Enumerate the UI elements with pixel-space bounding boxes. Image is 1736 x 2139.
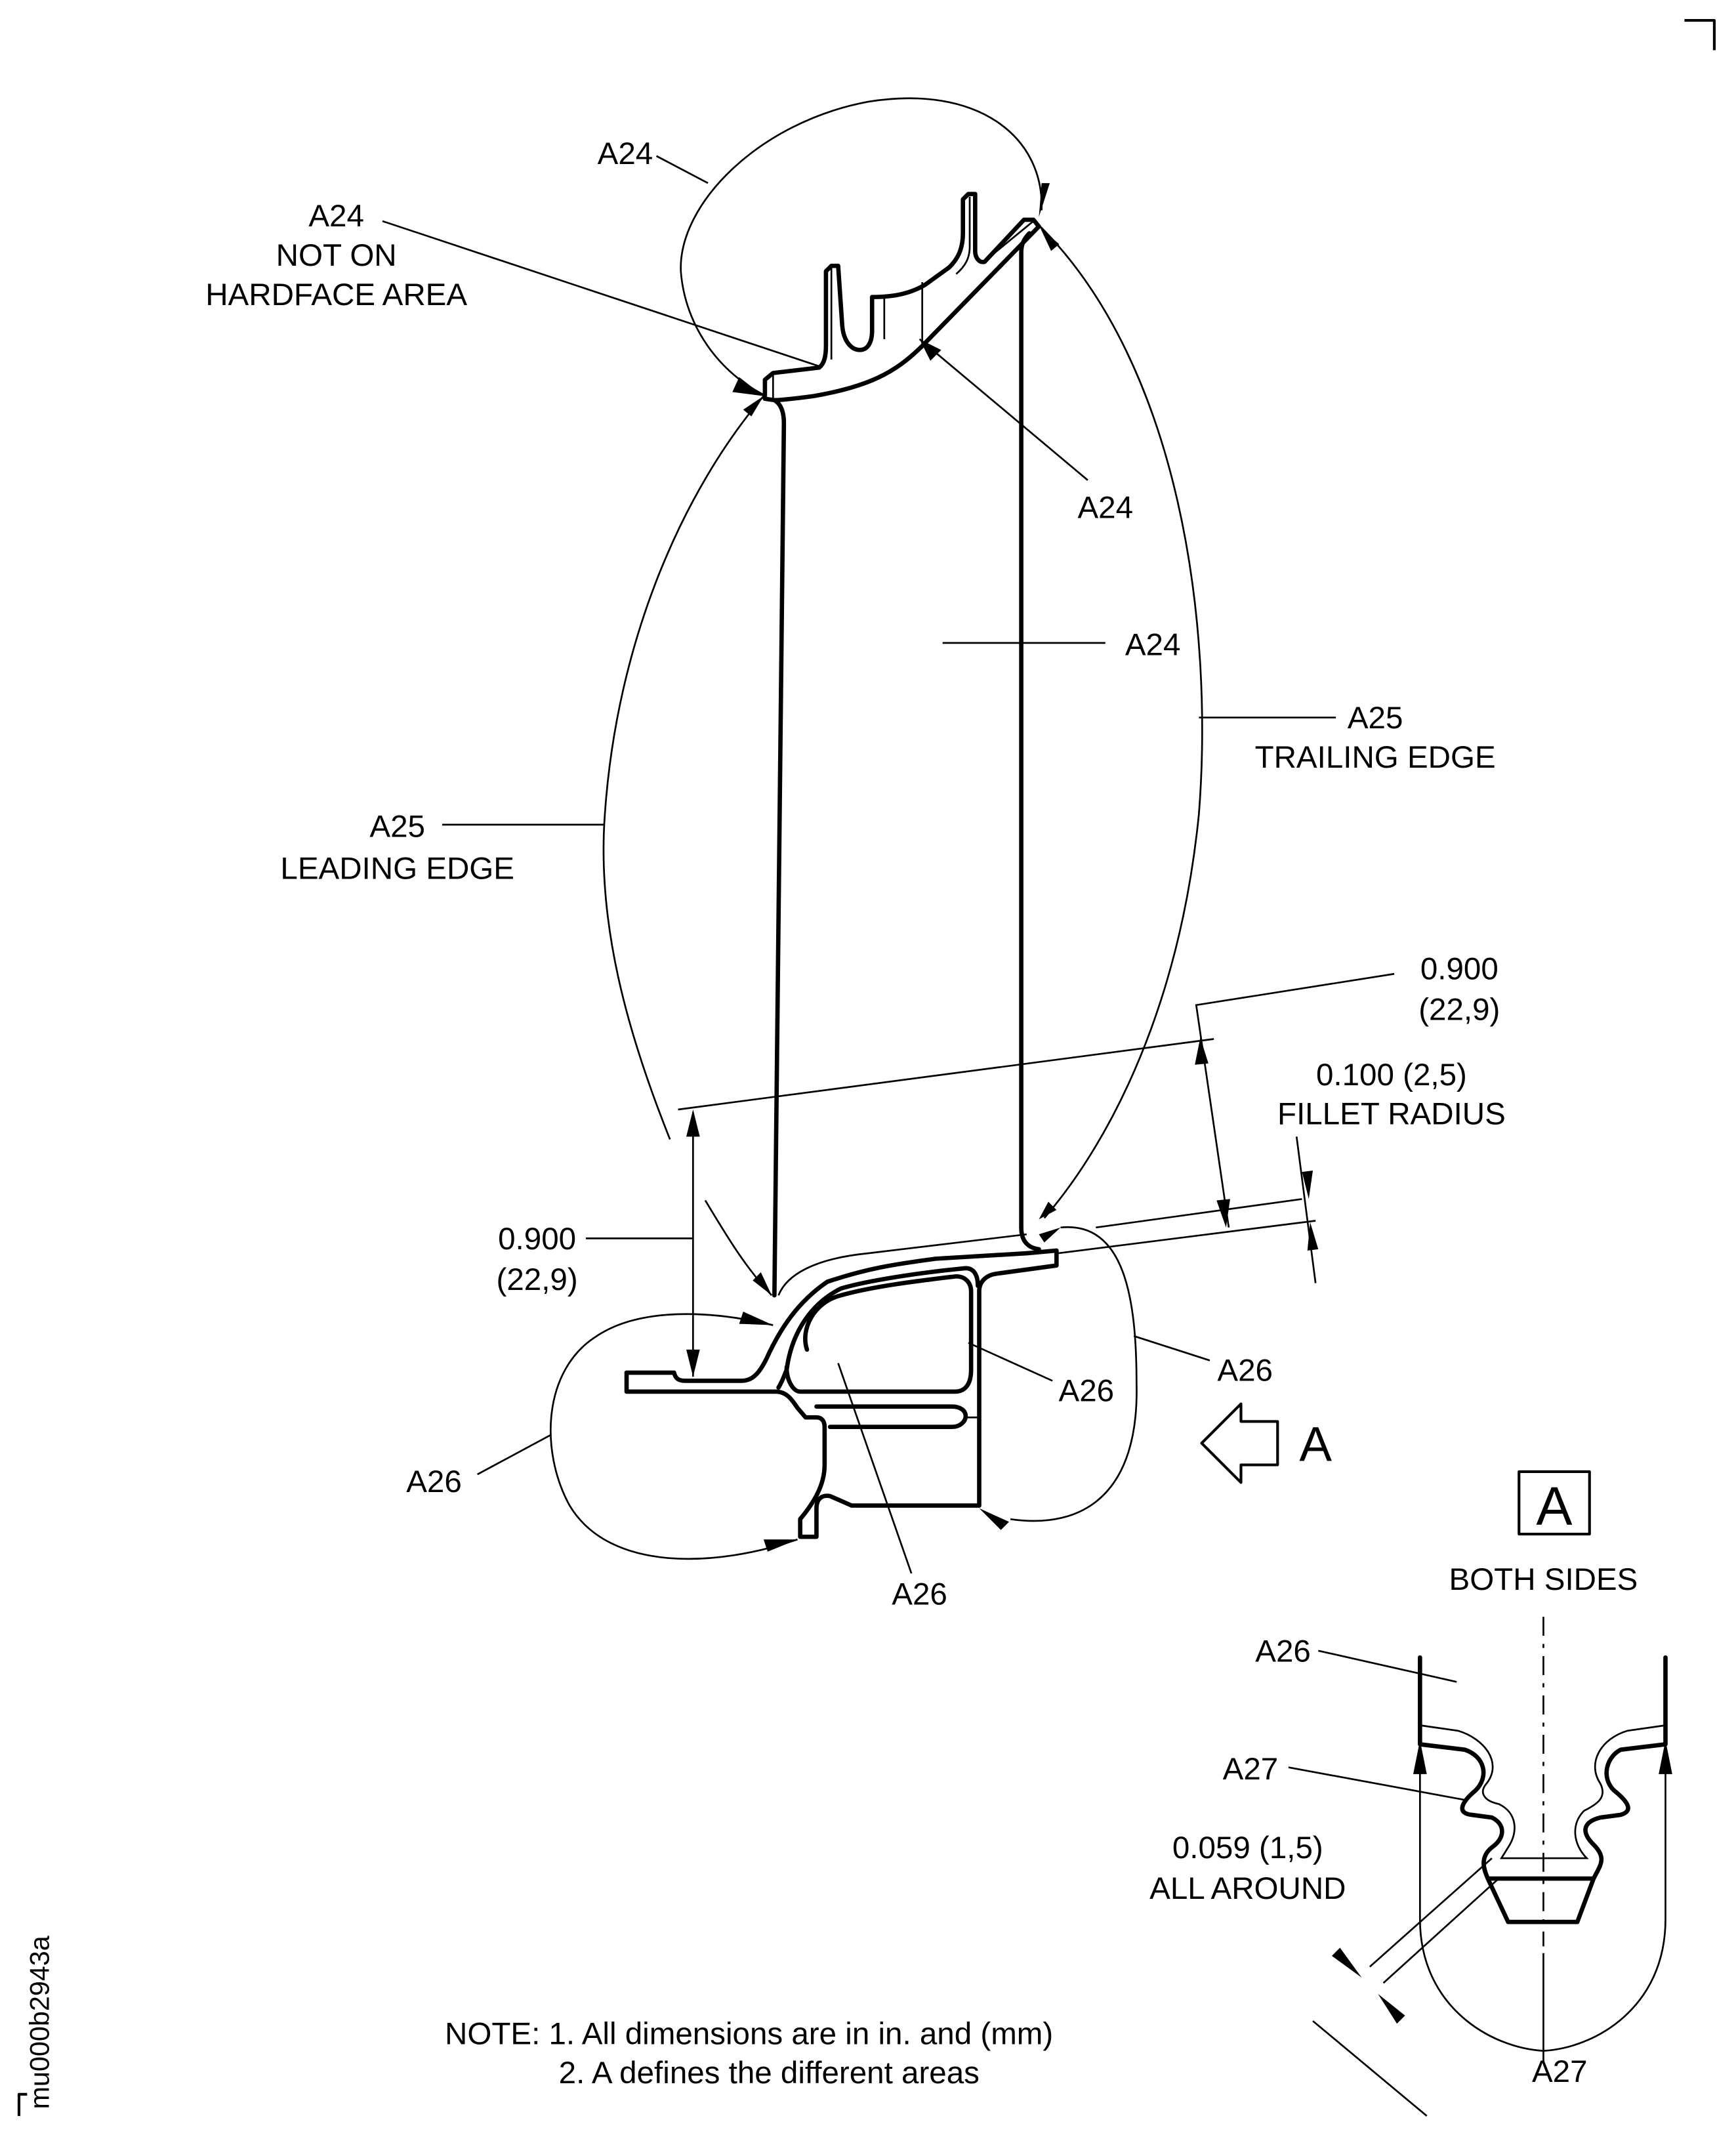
dim-fillet-label: FILLET RADIUS: [1277, 1097, 1506, 1132]
view-a-detail: A BOTH SIDES: [1288, 1470, 1672, 2117]
dim-right-height-in: 0.900: [1420, 952, 1498, 987]
dim-all-around-value: 0.059 (1,5): [1172, 1831, 1323, 1865]
view-arrow-a[interactable]: A: [1200, 1402, 1333, 1484]
dim-right-height-mm: (22,9): [1418, 993, 1500, 1028]
dim-left-height-mm: (22,9): [497, 1262, 578, 1297]
label-not-on: NOT ON: [276, 238, 397, 273]
both-sides-caption: BOTH SIDES: [1449, 1562, 1638, 1597]
label-hardface-area: HARDFACE AREA: [205, 278, 467, 312]
leaders: [382, 97, 1395, 1574]
view-arrow-letter: A: [1299, 1417, 1332, 1471]
label-a24-airfoil: A24: [1125, 627, 1181, 662]
drawing-code-text: mu000b2943a: [24, 1936, 54, 2109]
label-a24-not-on: A24: [308, 199, 364, 234]
dim-fillet-value: 0.100 (2,5): [1316, 1058, 1467, 1092]
view-a-box-letter: A: [1536, 1476, 1572, 1537]
label-leading-edge: LEADING EDGE: [280, 852, 514, 886]
dim-left-height-in: 0.900: [498, 1222, 576, 1256]
label-detail-a27-side: A27: [1223, 1752, 1279, 1787]
note-line-1: NOTE: 1. All dimensions are in in. and (…: [445, 2016, 1053, 2051]
label-detail-a26: A26: [1255, 1634, 1311, 1669]
label-a26-right-inner: A26: [1059, 1373, 1115, 1408]
drawing-code: mu000b2943a: [17, 1936, 54, 2116]
label-a25-trailing: A25: [1348, 701, 1403, 736]
view-a-box: [1518, 1470, 1591, 1536]
label-trailing-edge: TRAILING EDGE: [1255, 740, 1496, 775]
label-a24-shroud: A24: [1077, 491, 1133, 526]
labels: A24 A24 NOT ON HARDFACE AREA A24 A24 A25…: [17, 136, 1588, 2116]
dim-all-around-label: ALL AROUND: [1149, 1871, 1346, 1906]
tip-shroud: [762, 192, 1041, 403]
note-line-2: 2. A defines the different areas: [559, 2056, 980, 2090]
label-a25-leading: A25: [369, 809, 425, 844]
label-a26-left: A26: [406, 1464, 462, 1499]
label-a26-right-outer: A26: [1217, 1353, 1273, 1388]
label-a24-top: A24: [598, 136, 653, 171]
root-platform: [624, 1225, 1059, 1539]
corner-mark: [1684, 18, 1716, 51]
label-detail-a27-bottom: A27: [1532, 2054, 1588, 2089]
airfoil: [772, 231, 1032, 1298]
label-a26-bottom: A26: [892, 1577, 947, 1612]
